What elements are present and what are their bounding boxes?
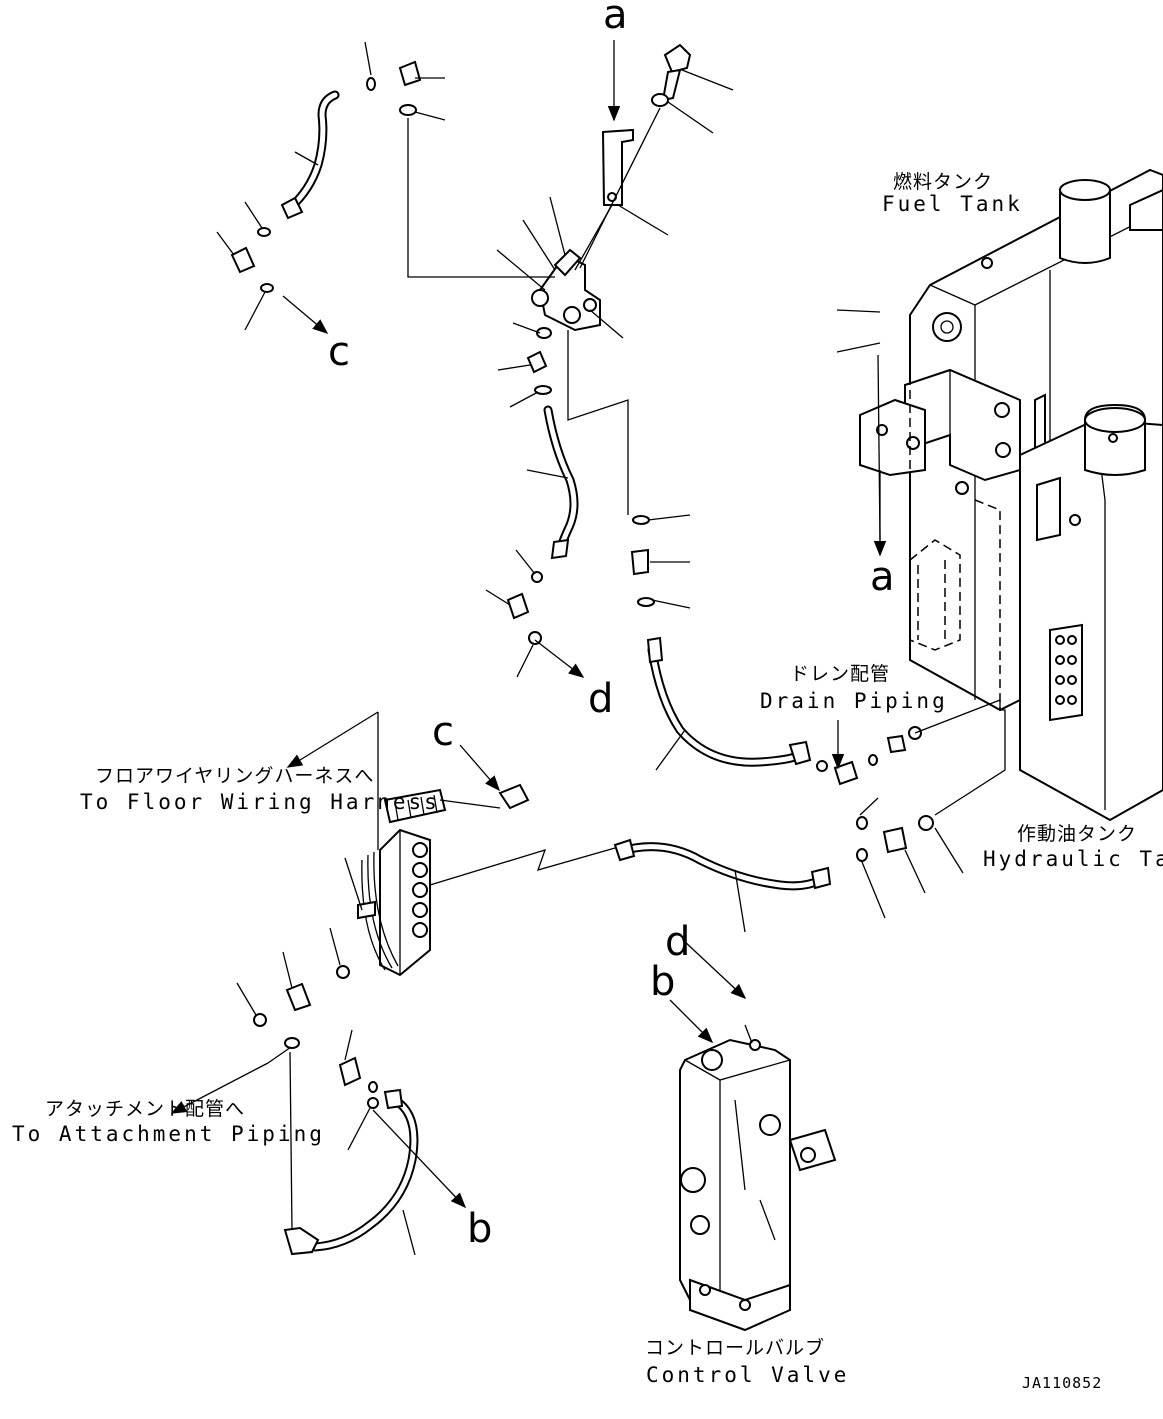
hose-attachment bbox=[283, 1056, 419, 1256]
floor-harness-label-jp: フロアワイヤリングハーネスへ bbox=[95, 765, 374, 787]
letter-c-mid: c bbox=[432, 709, 454, 755]
attachment-piping-label-jp: アタッチメント配管へ bbox=[45, 1098, 245, 1120]
arrow-harness bbox=[286, 754, 304, 768]
letter-a-top: a bbox=[603, 0, 628, 38]
letter-d-mid: d bbox=[588, 676, 613, 722]
arrow-c-mid bbox=[459, 744, 501, 792]
letter-b-valve: b bbox=[650, 959, 675, 1005]
direction-arrows bbox=[170, 40, 887, 1209]
arrow-c-left bbox=[282, 295, 329, 335]
hose-top-left bbox=[280, 90, 340, 220]
control-valve-label-en: Control Valve bbox=[646, 1363, 849, 1387]
hydraulic-tank-label-jp: 作動油タンク bbox=[1017, 823, 1137, 845]
attachment-piping-label-en: To Attachment Piping bbox=[12, 1122, 325, 1146]
letter-a-mid: a bbox=[870, 554, 895, 600]
control-valve-label-jp: コントロールバルブ bbox=[645, 1336, 825, 1359]
hose-middle bbox=[506, 405, 579, 645]
solenoid-stack bbox=[253, 783, 530, 1049]
control-valve-drawing bbox=[679, 1038, 837, 1332]
hose-drain bbox=[630, 515, 922, 786]
floor-harness-label-en: To Floor Wiring Harness bbox=[80, 790, 440, 814]
drain-piping-label-en: Drain Piping bbox=[760, 689, 948, 713]
arrow-attachment bbox=[170, 1062, 269, 1114]
letter-c-left: c bbox=[328, 329, 350, 375]
text-labels: a a c c d d b b 燃料タンク Fuel Tank ドレン配管 Dr… bbox=[12, 0, 1163, 1392]
fuel-tank-label-jp: 燃料タンク bbox=[893, 171, 993, 193]
hose-hydraulic bbox=[613, 815, 934, 891]
letter-b-bottom: b bbox=[467, 1206, 492, 1252]
leader-lines bbox=[216, 41, 1006, 1256]
figure-code: JA110852 bbox=[1022, 1374, 1102, 1392]
arrow-d-bottom bbox=[682, 939, 747, 1000]
arrow-d-mid bbox=[534, 639, 585, 678]
drain-piping-label-jp: ドレン配管 bbox=[790, 663, 890, 685]
solenoid-valve-assembly bbox=[230, 43, 692, 395]
letter-d-bottom: d bbox=[665, 919, 690, 965]
arrow-b-bottom bbox=[372, 1109, 467, 1209]
fuel-tank-drawing bbox=[859, 168, 1163, 822]
arrow-b-valve bbox=[669, 999, 714, 1044]
hydraulic-tank-label-en: Hydraulic Tank bbox=[983, 847, 1163, 871]
fuel-tank-label-en: Fuel Tank bbox=[882, 192, 1023, 216]
